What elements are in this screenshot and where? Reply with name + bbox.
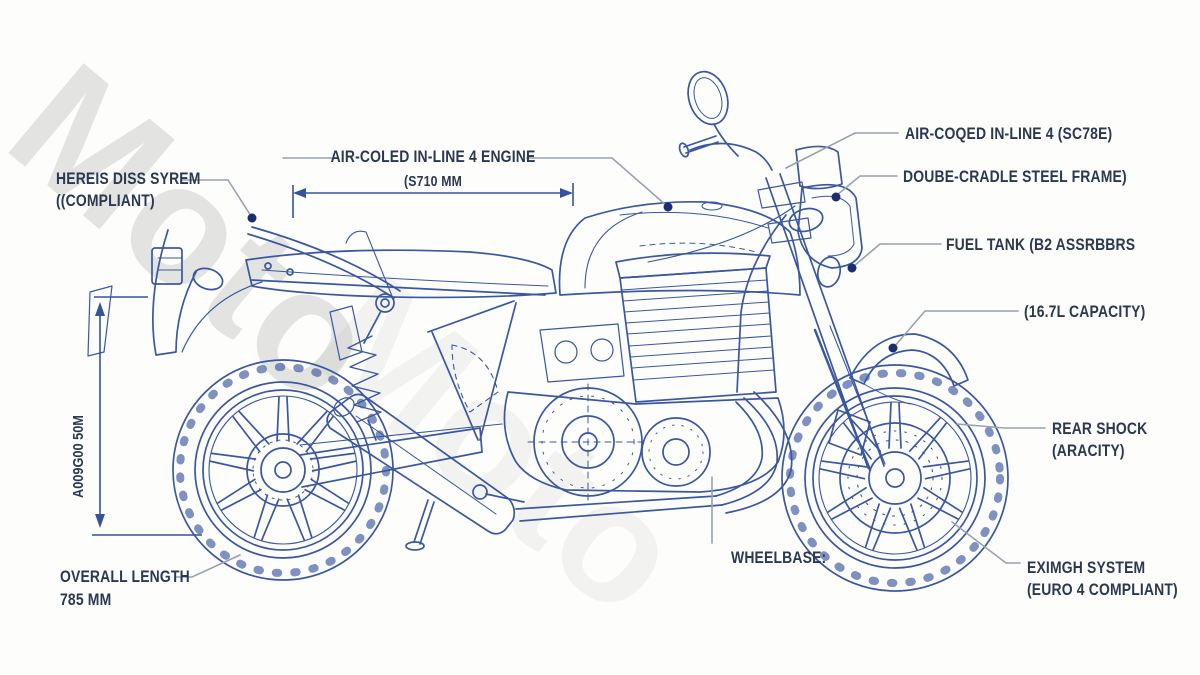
label-engine-right: AIR-COQED IN-LINE 4 (SC78E) <box>905 124 1113 143</box>
leader-left-callout <box>182 179 252 217</box>
tail-section <box>87 226 557 357</box>
label-overall-length-value: 785 MM <box>60 590 112 609</box>
label-wheelbase: WHEELBASE: <box>731 548 827 567</box>
dimension-arrowheads <box>95 188 573 528</box>
label-left-callout-line1: HEREIS DISS SYREM <box>56 169 201 188</box>
leader-lines <box>174 132 1046 578</box>
leader-fuel-tank <box>853 243 942 267</box>
front-wheel <box>781 364 1009 592</box>
leader-capacity <box>893 310 1019 348</box>
front-end <box>678 70 969 472</box>
label-rear-shock-line2: (ARACITY) <box>1052 441 1125 460</box>
leader-frame <box>836 175 898 196</box>
label-exhaust-line1: EXIMGH SYSTEM <box>1027 558 1146 577</box>
mirror <box>687 70 729 126</box>
label-capacity: (16.7L CAPACITY) <box>1024 302 1146 321</box>
label-frame: DOUBE-CRADLE STEEL FRAME) <box>903 167 1127 186</box>
fuel-tank <box>558 200 801 296</box>
frame <box>251 205 796 441</box>
headlight <box>797 183 863 269</box>
label-rear-shock-line1: REAR SHOCK <box>1052 419 1148 438</box>
label-engine-top: AIR-COLED IN-LINE 4 ENGINE <box>330 147 536 166</box>
gauge-cluster <box>795 145 843 190</box>
label-engine-top-dimension: (S710 MM <box>403 173 463 190</box>
dimension-lines <box>92 183 574 536</box>
callout-dots <box>247 192 898 353</box>
front-brake-caliper <box>828 409 871 456</box>
front-fender <box>849 333 969 387</box>
label-vertical-dimension: A009G00 50M <box>70 415 87 498</box>
leader-overall-length <box>174 554 241 578</box>
leader-engine-right <box>785 132 899 169</box>
rear-shock-absorber <box>329 293 395 441</box>
exhaust-system <box>326 391 793 551</box>
leader-exhaust <box>951 521 1021 564</box>
swingarm <box>299 423 503 488</box>
rear-wheel <box>172 359 394 581</box>
leader-rear-shock <box>956 423 1046 429</box>
label-fuel-tank: FUEL TANK (B2 ASSRBBRS <box>946 235 1136 254</box>
seat <box>245 249 557 299</box>
leader-engine-top <box>526 157 668 207</box>
label-exhaust-line2: (EURO 4 COMPLIANT) <box>1027 580 1178 599</box>
label-overall-length: OVERALL LENGTH <box>60 567 190 586</box>
label-left-callout-line2: ((COMPLIANT) <box>56 191 155 210</box>
engine <box>472 252 785 503</box>
